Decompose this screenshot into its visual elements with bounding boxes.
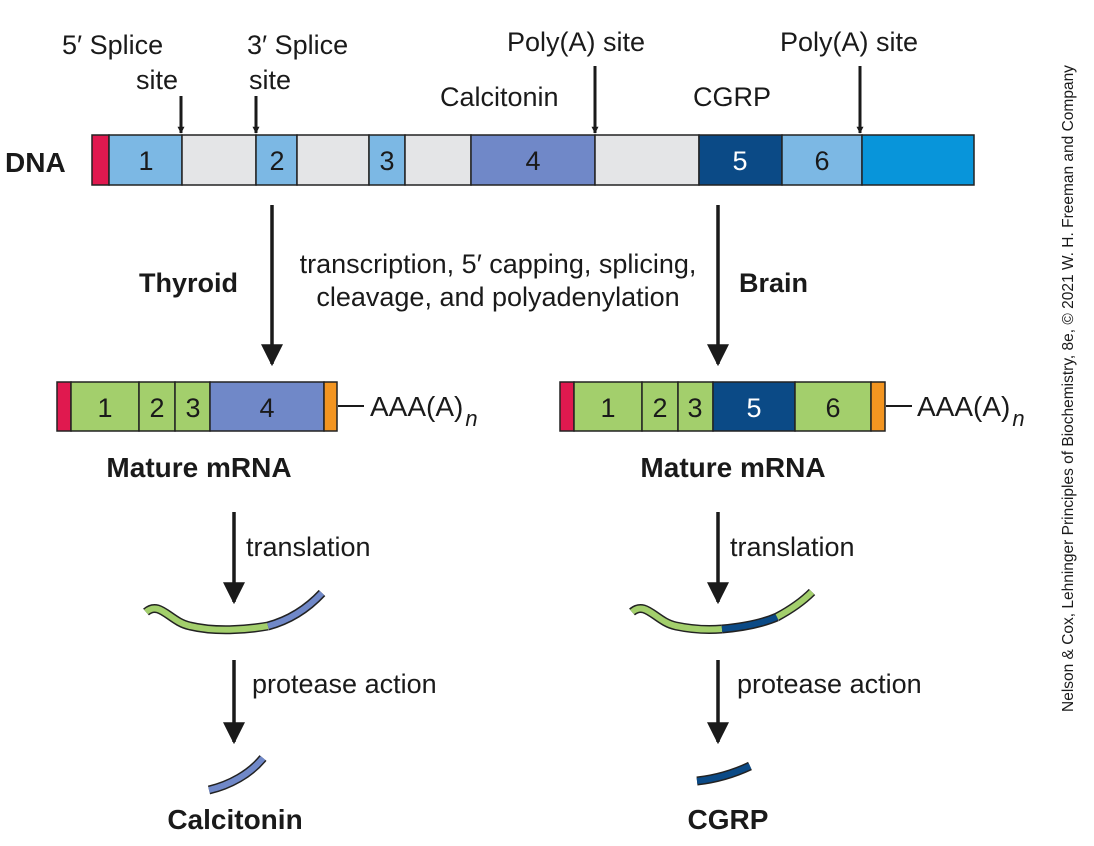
polypeptide-left-green — [144, 605, 269, 633]
dna-exon-1 — [108, 134, 183, 186]
mrna-right-polya-region — [870, 381, 886, 432]
dna-exon-1-label: 1 — [138, 146, 153, 176]
polypeptide-right-tail — [775, 589, 815, 620]
splice5-label-line1: 5′ Splice — [62, 30, 163, 60]
mrna-left-exon-1-label: 1 — [97, 393, 112, 423]
dna-intron-1 — [181, 134, 257, 186]
mrna-left-polya-tail: AAA(A)n — [370, 391, 478, 431]
dna-label: DNA — [5, 147, 66, 178]
credit-text: Nelson & Cox, Lehninger Principles of Bi… — [1060, 65, 1077, 712]
dna-exon-4-label: 4 — [525, 146, 540, 176]
mrna-left-exon-1 — [70, 381, 140, 432]
mrna-right-exon-1 — [573, 381, 643, 432]
dna-exon-2 — [255, 134, 298, 186]
mrna-right-exon-6-label: 6 — [825, 393, 840, 423]
mrna-left-exon-3-label: 3 — [185, 393, 200, 423]
mrna-brain: 1 2 3 5 6 — [559, 381, 886, 432]
dna-end-region — [861, 134, 975, 186]
dna-exon-2-label: 2 — [269, 146, 284, 176]
polypeptide-left — [143, 589, 326, 635]
mrna-right-exon-5 — [712, 381, 796, 432]
mrna-left-exon-2-label: 2 — [149, 393, 164, 423]
protease-left-label: protease action — [252, 669, 437, 699]
dna-cap — [91, 134, 110, 186]
mrna-left-exon-4-label: 4 — [259, 393, 274, 423]
dna-exon-4 — [470, 134, 596, 186]
splice5-label-line2: site — [136, 65, 178, 95]
mrna-right-exon-5-label: 5 — [746, 393, 761, 423]
mrna-right-exon-2-label: 2 — [652, 393, 667, 423]
dna-exon-6-label: 6 — [814, 146, 829, 176]
polypeptide-right — [629, 588, 816, 635]
polypeptide-right-cgrp — [721, 614, 779, 632]
thyroid-label: Thyroid — [139, 268, 238, 298]
mrna-right-exon-1-label: 1 — [600, 393, 615, 423]
splice3-label-line1: 3′ Splice — [247, 30, 348, 60]
mrna-left-cap — [56, 381, 72, 432]
translation-right-label: translation — [730, 532, 855, 562]
cgrp-peptide — [696, 763, 752, 784]
mature-mrna-right-label: Mature mRNA — [640, 452, 825, 483]
dna-intron-4 — [594, 134, 700, 186]
polypeptide-right-green — [630, 605, 723, 633]
mature-mrna-left-label: Mature mRNA — [106, 452, 291, 483]
calcitonin-peptide — [208, 756, 266, 793]
mrna-right-exon-3-label: 3 — [687, 393, 702, 423]
copyright-credit: Nelson & Cox, Lehninger Principles of Bi… — [1052, 12, 1082, 712]
dna-exon-3-label: 3 — [379, 146, 394, 176]
mrna-left-polya-region — [323, 381, 338, 432]
dna-intron-3 — [404, 134, 472, 186]
mrna-right-exon-3 — [677, 381, 714, 432]
polya-site-label-2: Poly(A) site — [780, 27, 918, 57]
mrna-left-exon-4 — [209, 381, 325, 432]
dna-exon-6 — [781, 134, 863, 186]
process-label-line1: transcription, 5′ capping, splicing, — [300, 249, 697, 279]
splice3-label-line2: site — [249, 65, 291, 95]
dna-bar: 1 2 3 4 5 6 — [91, 134, 975, 186]
protease-right-label: protease action — [737, 669, 922, 699]
calcitonin-exon-label: Calcitonin — [440, 82, 559, 112]
mrna-left-exon-3 — [174, 381, 211, 432]
mrna-thyroid: 1 2 3 4 — [56, 381, 338, 432]
product-right-label: CGRP — [688, 804, 769, 835]
mrna-right-polya-tail: AAA(A)n — [917, 391, 1025, 431]
mrna-right-cap — [559, 381, 575, 432]
process-label-line2: cleavage, and polyadenylation — [316, 282, 679, 312]
dna-exon-5-label: 5 — [732, 146, 747, 176]
translation-left-label: translation — [246, 532, 371, 562]
dna-intron-2 — [296, 134, 370, 186]
mrna-left-exon-2 — [138, 381, 176, 432]
product-left-label: Calcitonin — [167, 804, 302, 835]
cgrp-exon-label: CGRP — [693, 82, 771, 112]
dna-exon-3 — [368, 134, 406, 186]
brain-label: Brain — [739, 268, 808, 298]
polypeptide-left-calcitonin — [267, 590, 325, 629]
polya-site-label-1: Poly(A) site — [507, 27, 645, 57]
